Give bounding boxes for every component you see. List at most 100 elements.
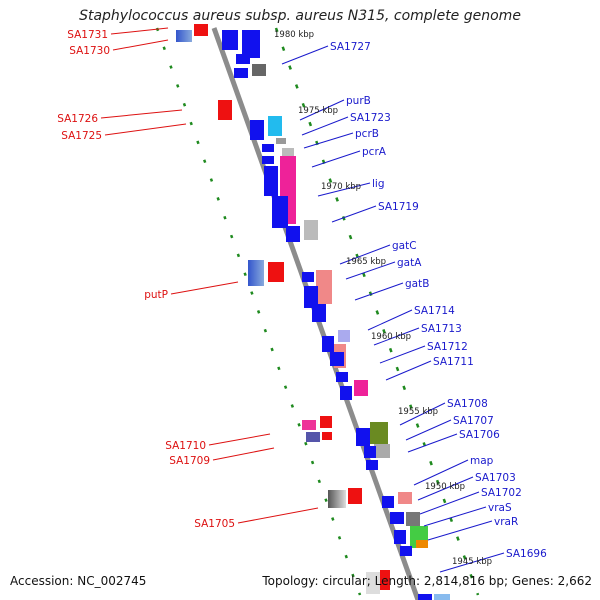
gene-label-putP[interactable]: putP xyxy=(144,289,168,301)
gene-block xyxy=(348,488,362,504)
accession-text: Accession: NC_002745 xyxy=(10,574,147,588)
connector-line xyxy=(112,39,169,51)
gene-label-SA1727[interactable]: SA1727 xyxy=(330,41,371,53)
gene-block xyxy=(322,336,334,352)
gene-label-gatA[interactable]: gatA xyxy=(397,257,422,269)
gene-label-SA1705[interactable]: SA1705 xyxy=(194,518,235,530)
gene-label-pcrA[interactable]: pcrA xyxy=(362,146,387,158)
scale-label: 1945 kbp xyxy=(452,557,492,567)
gene-block xyxy=(302,272,314,282)
gene-block xyxy=(276,138,286,144)
gene-block xyxy=(306,432,320,442)
gene-block xyxy=(312,304,326,322)
gene-label-SA1714[interactable]: SA1714 xyxy=(414,305,455,317)
gene-block xyxy=(340,386,352,400)
gene-label-purB[interactable]: purB xyxy=(346,95,371,107)
gene-label-SA1731[interactable]: SA1731 xyxy=(67,29,108,41)
reverse-track xyxy=(155,27,362,596)
connector-line xyxy=(100,109,183,119)
gene-features xyxy=(176,24,450,600)
connector-line xyxy=(170,281,239,295)
gene-block xyxy=(302,420,316,430)
connector-line xyxy=(331,205,377,223)
gene-block xyxy=(304,286,318,308)
gene-label-SA1726[interactable]: SA1726 xyxy=(57,113,98,125)
connector-line xyxy=(311,150,361,168)
gene-block xyxy=(262,156,274,164)
gene-label-SA1703[interactable]: SA1703 xyxy=(475,472,516,484)
genome-title: Staphylococcus aureus subsp. aureus N315… xyxy=(79,8,521,24)
gene-block xyxy=(330,352,344,366)
gene-block xyxy=(268,262,284,282)
gene-label-gatC[interactable]: gatC xyxy=(392,240,417,252)
connector-line xyxy=(301,116,349,136)
connector-line xyxy=(367,309,413,331)
scale-label: 1975 kbp xyxy=(298,106,338,116)
connector-line xyxy=(237,507,319,524)
gene-label-SA1725[interactable]: SA1725 xyxy=(61,130,102,142)
gene-label-SA1709[interactable]: SA1709 xyxy=(169,455,210,467)
label-connectors xyxy=(100,27,505,573)
gene-label-SA1730[interactable]: SA1730 xyxy=(69,45,110,57)
gene-block xyxy=(380,570,390,590)
gene-block xyxy=(356,428,370,446)
gene-label-vraS[interactable]: vraS xyxy=(488,502,512,514)
scale-track xyxy=(274,27,480,596)
gene-label-pcrB[interactable]: pcrB xyxy=(355,128,379,140)
gene-block xyxy=(316,270,332,304)
gene-label-lig[interactable]: lig xyxy=(372,178,385,190)
gene-block xyxy=(272,196,288,228)
gene-label-SA1723[interactable]: SA1723 xyxy=(350,112,391,124)
connector-line xyxy=(413,459,469,486)
gene-label-SA1710[interactable]: SA1710 xyxy=(165,440,206,452)
gene-block xyxy=(434,594,450,600)
gene-block xyxy=(338,330,350,342)
scale-label: 1950 kbp xyxy=(425,482,465,492)
gene-block xyxy=(366,572,380,594)
gene-block xyxy=(370,422,388,444)
gene-block xyxy=(406,512,420,526)
gene-label-SA1711[interactable]: SA1711 xyxy=(433,356,474,368)
gene-label-SA1706[interactable]: SA1706 xyxy=(459,429,500,441)
gene-block xyxy=(264,166,278,196)
connector-line xyxy=(439,552,505,573)
gene-label-SA1696[interactable]: SA1696 xyxy=(506,548,547,560)
connector-line xyxy=(407,433,458,453)
connector-line xyxy=(417,476,474,501)
gene-block xyxy=(320,416,332,428)
gene-label-SA1712[interactable]: SA1712 xyxy=(427,341,468,353)
connector-line xyxy=(379,345,426,364)
gene-block xyxy=(364,446,376,458)
gene-block xyxy=(268,116,282,136)
gene-label-gatB[interactable]: gatB xyxy=(405,278,429,290)
gene-block xyxy=(286,226,300,242)
gene-label-vraR[interactable]: vraR xyxy=(494,516,518,528)
genome-summary-text: Topology: circular; Length: 2,814,816 bp… xyxy=(262,574,592,588)
connector-line xyxy=(373,327,420,346)
gene-block xyxy=(262,144,274,152)
scale-label: 1965 kbp xyxy=(346,257,386,267)
connector-line xyxy=(110,27,169,35)
gene-block xyxy=(366,460,378,470)
gene-label-SA1702[interactable]: SA1702 xyxy=(481,487,522,499)
connector-line xyxy=(339,244,391,265)
connector-line xyxy=(405,419,452,441)
gene-label-SA1719[interactable]: SA1719 xyxy=(378,201,419,213)
connector-line xyxy=(354,282,404,301)
gene-block xyxy=(236,54,250,64)
gene-label-map[interactable]: map xyxy=(470,455,494,467)
connector-line xyxy=(385,360,432,381)
gene-block xyxy=(282,148,294,156)
connector-line xyxy=(423,506,487,527)
gene-block xyxy=(400,546,412,556)
gene-label-SA1708[interactable]: SA1708 xyxy=(447,398,488,410)
gene-block xyxy=(242,30,260,58)
connector-line xyxy=(104,123,187,136)
gene-block xyxy=(248,260,264,286)
gene-label-SA1707[interactable]: SA1707 xyxy=(453,415,494,427)
gene-label-SA1713[interactable]: SA1713 xyxy=(421,323,462,335)
connector-line xyxy=(419,491,480,515)
